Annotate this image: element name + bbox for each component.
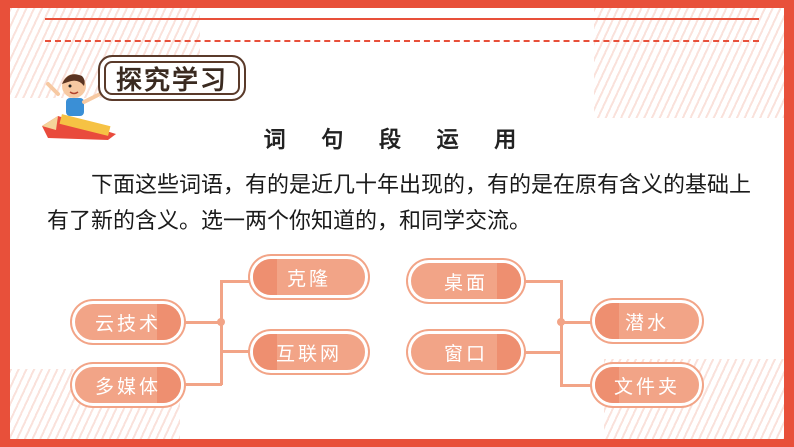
word-card-duomeiti[interactable]: 多媒体 [72, 364, 184, 406]
connector-line [522, 351, 562, 354]
connector-line [182, 321, 222, 324]
page-title: 词 句 段 运 用 [263, 128, 531, 153]
connector-line [560, 384, 594, 387]
connector-line [560, 321, 594, 324]
word-card-qianshui[interactable]: 潜水 [592, 300, 702, 342]
connector-line [560, 280, 563, 386]
word-card-yunjishu[interactable]: 云技术 [72, 301, 184, 343]
top-border-line [45, 18, 759, 42]
connector-dot [217, 318, 225, 326]
connector-line [220, 350, 252, 353]
word-card-chuangkou[interactable]: 窗口 [408, 331, 524, 373]
instruction-paragraph: 下面这些词语，有的是近几十年出现的，有的是在原有含义的基础上有了新的含义。选一两… [47, 173, 752, 234]
word-card-hulianwang[interactable]: 互联网 [250, 331, 368, 373]
word-card-kelong[interactable]: 克隆 [250, 256, 368, 298]
connector-dot [557, 318, 565, 326]
connector-line [220, 280, 252, 283]
kid-on-pencil-icon [42, 74, 116, 140]
connector-line [522, 280, 562, 283]
word-card-zhuomian[interactable]: 桌面 [408, 260, 524, 302]
word-card-wenjianjia[interactable]: 文件夹 [592, 364, 702, 406]
section-badge: 探究学习 [98, 55, 246, 101]
connector-line [220, 280, 223, 385]
connector-line [182, 383, 222, 386]
